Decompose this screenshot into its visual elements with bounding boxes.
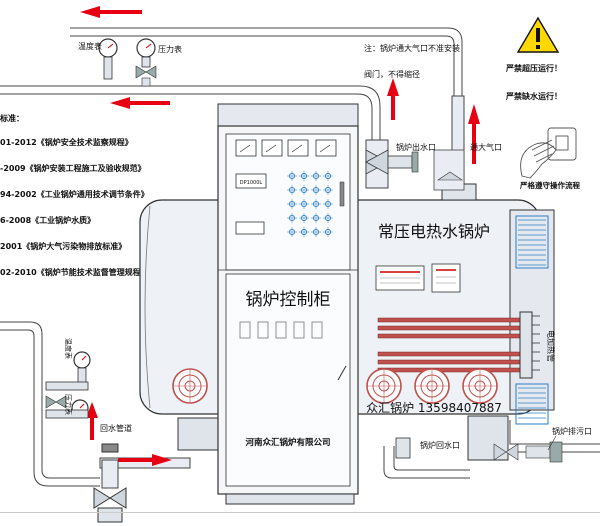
return-valve-icon [93,487,111,509]
circulation-pump-icon [414,368,450,404]
cabinet-title: 锅炉控制柜 [246,290,331,310]
return-valve [93,443,127,523]
flow-arrow-return [118,454,172,466]
boiler-return-pipe-inner [393,446,470,471]
switch-grid [287,171,333,237]
cabinet-company: 河南众汇锅炉有限公司 [245,437,330,448]
standards-heading: 标准： [0,113,24,123]
warning-sign [516,16,560,53]
flow-arrow-vent [387,78,399,120]
boiler-return-pipe-outer [383,446,470,479]
drain-pipe-inner [509,420,600,445]
boiler-title: 常压电热水锅炉 [378,222,490,241]
warning-line2: 严禁缺水运行！ [505,91,562,101]
heating-tube [377,325,529,331]
heating-tube [377,333,529,339]
pressure-gauge-top-label: 压力表 [158,44,182,54]
cooling-fin-bottom [515,383,549,425]
return-pipe-label: 回水管道 [100,423,132,433]
standard-item: 94-2002《工业锅炉通用技术调节条件》 [0,189,149,199]
nameplate-right [431,263,461,293]
outlet-valve-assembly [365,139,465,191]
temp-gauge-left-label: 温度表 [64,338,73,359]
cabinet-base [225,493,355,505]
valve-icon [135,65,147,79]
flow-arrow-top [80,6,142,18]
standard-item: -2009《锅炉安装工程施工及验收规范》 [0,163,146,173]
cabinet-top [217,103,359,127]
heating-tube [377,351,529,357]
hand-operate-icon [520,127,577,179]
pressure-gauge-left-label: 压力表 [64,394,73,415]
heating-tube [377,317,529,323]
standard-item: 02-2010《锅炉节能技术监督管理规程》 [0,267,149,277]
left-gauges [45,351,91,419]
drain-valve-icon [493,443,507,461]
panel-display [235,173,267,189]
safety-note-line1: 注：锅炉通大气口不准安装 [364,43,460,53]
standard-item: 01-2012《锅炉安全技术监察规程》 [0,137,133,147]
top-supply-pipe-outer [70,27,463,96]
cabinet-upper-door [225,133,351,271]
top-supply-pipe-inner [70,35,455,96]
watermark-text: 众汇锅炉 13598407887 [366,400,502,415]
mid-supply-pipe-outer [0,85,381,140]
cooling-fin-top [515,215,549,269]
heating-tube-label: 电加热管 [546,330,556,362]
heating-tube [377,367,529,373]
warning-line1: 严禁超压运行！ [505,63,562,73]
cabinet-handle [339,181,345,207]
boiler-drain-label: 锅炉排污口 [552,426,592,436]
panel-meter [235,221,265,235]
boiler-return-label: 锅炉回水口 [420,440,460,450]
flow-arrow-atm [468,104,480,164]
safety-note-line2: 阀门，不得缩径 [364,69,420,79]
panel-display-text: DP1000L [240,180,263,186]
standard-item: 6-2008《工业锅炉水质》 [0,215,95,225]
standard-item: 2001《锅炉大气污染物排放标准》 [0,241,126,251]
boiler-outlet-label: 锅炉出水口 [396,142,436,152]
control-cabinet: DP1000L [217,103,359,505]
flow-arrow-return-up [86,402,98,440]
operate-line: 严格遵守操作流程 [519,180,580,190]
circulation-pump-icon [462,368,498,404]
left-valve-icon [45,395,57,409]
standards-list: 01-2012《锅炉安全技术监察规程》 -2009《锅炉安装工程施工及验收规范》 9… [0,137,149,277]
return-outlet-fittings [395,437,563,463]
circulation-pumps [172,368,498,404]
vent-to-atm-label: 通大气口 [470,142,502,152]
left-return-pipe-inner [0,329,100,487]
top-gauges [98,38,157,87]
flow-arrow-mid [110,97,170,109]
cabinet-latch [337,365,347,381]
support-left [177,417,223,451]
heating-tube [377,359,529,365]
circulation-pump-icon [172,368,208,404]
circulation-pump-icon [366,368,402,404]
cabinet-lower-door [225,273,351,487]
left-return-pipe-outer [0,321,100,479]
temp-gauge-top-label: 温度表 [78,41,102,51]
mid-supply-pipe-inner [0,93,373,140]
flow-arrows [80,6,480,466]
tube-flange [519,311,533,379]
vent-fitting [433,149,465,191]
